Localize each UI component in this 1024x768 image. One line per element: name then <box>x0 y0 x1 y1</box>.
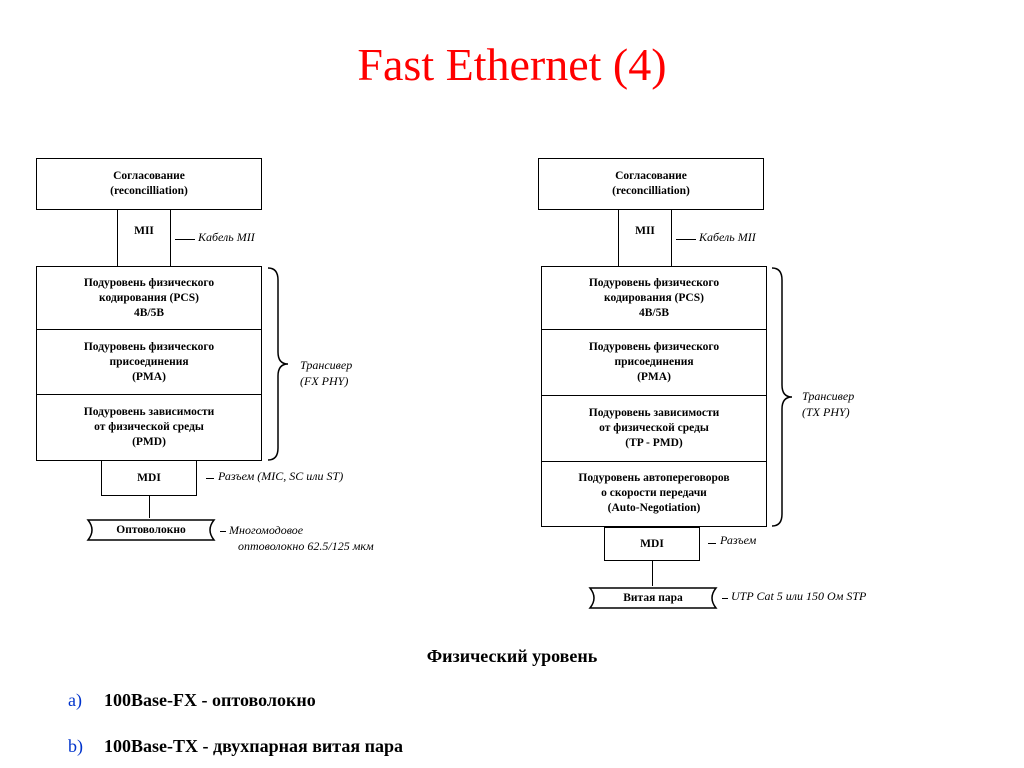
pmd-layer: Подуровень зависимости от физической сре… <box>83 405 215 448</box>
twisted-pair-label: Витая пара <box>623 592 683 604</box>
list-item: a) 100Base-FX - оптоволокно <box>68 690 316 711</box>
cable-shape <box>86 519 216 541</box>
mii-leader <box>175 239 195 240</box>
mii-box: MII <box>618 210 672 266</box>
mdi-box: MDI <box>101 460 197 496</box>
list-marker: a) <box>68 690 82 710</box>
mii-cable-note: Кабель MII <box>198 230 255 244</box>
cable-shape <box>588 587 718 609</box>
twisted-pair-cable: Витая пара <box>588 586 718 610</box>
mdi-leader <box>708 543 716 544</box>
pcs-layer: Подуровень физического кодирования (PCS)… <box>37 267 261 330</box>
mdi-leader <box>206 478 214 479</box>
mii-cable-note: Кабель MII <box>699 230 756 244</box>
fiber-label: Оптоволокно <box>116 524 186 536</box>
medium-link-line <box>149 496 150 518</box>
pcs-layer: Подуровень физического кодирования (PCS)… <box>542 267 766 330</box>
list-item: b) 100Base-TX - двухпарная витая пара <box>68 736 403 757</box>
list-item-text: 100Base-FX - оптоволокно <box>104 690 316 710</box>
list-marker: b) <box>68 736 83 756</box>
transceiver-note: Трансивер (FX PHY) <box>300 358 353 388</box>
mdi-connector-note: Разъем (MIC, SC или ST) <box>218 469 344 483</box>
pmd-layer: Подуровень зависимости от физической сре… <box>542 396 766 462</box>
list-item-text: 100Base-TX - двухпарная витая пара <box>104 736 403 756</box>
medium-link-line <box>652 561 653 586</box>
transceiver-brace <box>771 267 793 527</box>
reconciliation-box: Согласование (reconcilliation) <box>538 158 764 210</box>
twisted-pair-note: UTP Cat 5 или 150 Ом STP <box>731 589 867 603</box>
medium-leader <box>220 531 226 532</box>
fiber-cable: Оптоволокно <box>86 518 216 542</box>
medium-leader <box>722 598 728 599</box>
mdi-connector-note: Разъем <box>720 533 757 547</box>
pma-layer: Подуровень физического присоединения (PM… <box>542 330 766 396</box>
mdi-box: MDI <box>604 527 700 561</box>
slide-title: Fast Ethernet (4) <box>357 39 667 90</box>
transceiver-brace <box>267 267 289 461</box>
phy-layer-stack: Подуровень физического кодирования (PCS)… <box>541 266 767 527</box>
phy-layer-stack: Подуровень физического кодирования (PCS)… <box>36 266 262 461</box>
reconciliation-box: Согласование (reconcilliation) <box>36 158 262 210</box>
pma-layer: Подуровень физического присоединения (PM… <box>37 330 261 395</box>
mii-box: MII <box>117 210 171 266</box>
auto-negotiation-layer: Подуровень автопереговоров о скорости пе… <box>578 472 730 514</box>
fiber-note: Многомодовое оптоволокно 62.5/125 мкм <box>229 523 374 553</box>
mii-leader <box>676 239 696 240</box>
transceiver-note: Трансивер (TX PHY) <box>802 389 855 419</box>
physical-layer-heading: Физический уровень <box>426 646 598 666</box>
